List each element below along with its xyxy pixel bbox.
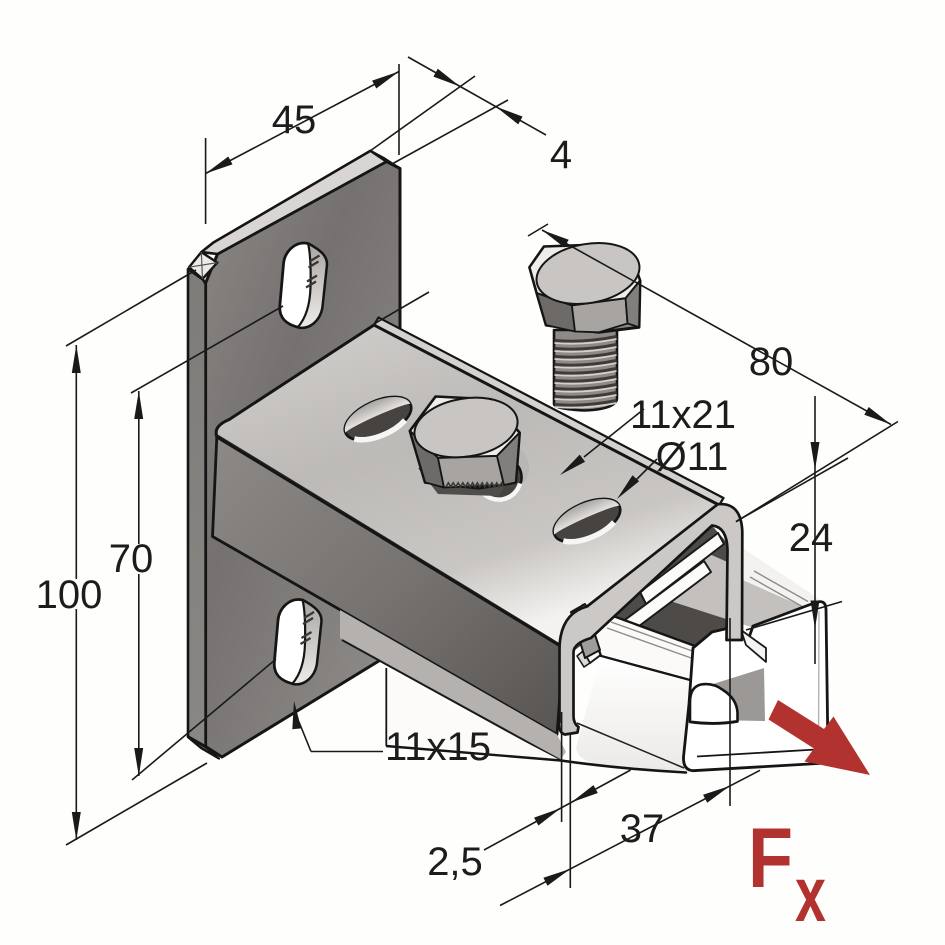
svg-text:100: 100 [36, 573, 103, 617]
svg-text:80: 80 [749, 340, 794, 384]
svg-text:70: 70 [109, 537, 154, 581]
svg-text:x: x [795, 850, 826, 938]
svg-text:11x15: 11x15 [385, 725, 491, 769]
svg-text:Ø11: Ø11 [656, 435, 729, 479]
svg-text:37: 37 [620, 807, 665, 851]
svg-text:2,5: 2,5 [427, 840, 483, 884]
svg-text:45: 45 [272, 98, 317, 142]
svg-text:4: 4 [550, 133, 572, 177]
svg-text:24: 24 [789, 516, 834, 560]
svg-text:F: F [748, 811, 793, 906]
svg-text:11x21: 11x21 [630, 393, 736, 437]
